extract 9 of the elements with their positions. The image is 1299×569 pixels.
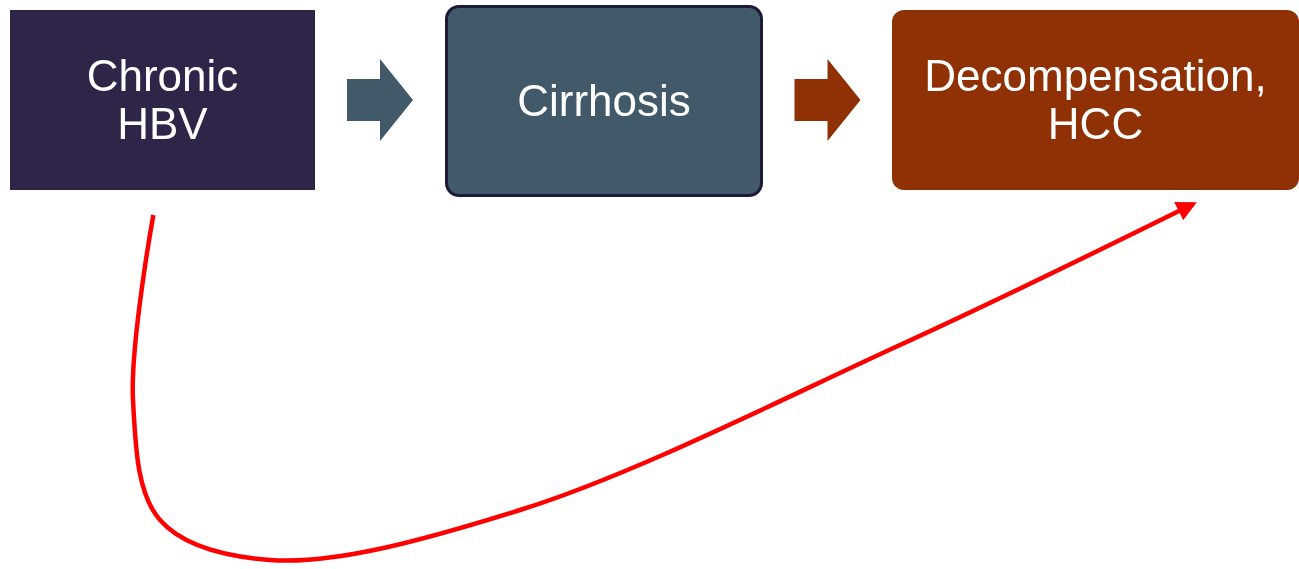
process-box (892, 10, 1299, 190)
process-box (445, 5, 763, 197)
box-label: Decompensation, HCC (923, 51, 1268, 149)
box-label: Cirrhosis (517, 76, 691, 126)
box-label: Chronic HBV (85, 51, 240, 149)
process-box (10, 10, 315, 190)
block-arrow (347, 59, 413, 141)
curved-arrow (130, 202, 1197, 563)
block-arrow (794, 59, 861, 141)
